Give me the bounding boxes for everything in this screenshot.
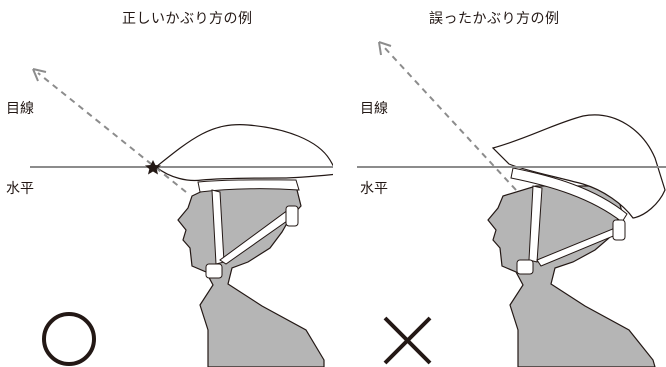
sight-arrow-head bbox=[32, 68, 47, 82]
correct-circle-icon bbox=[42, 312, 96, 366]
sight-line-label: 目線 bbox=[6, 101, 34, 117]
strap-buckle bbox=[516, 259, 534, 275]
person-silhouette bbox=[487, 185, 656, 367]
sight-line-arrow bbox=[37, 72, 187, 193]
star-icon bbox=[145, 160, 161, 175]
horizontal-label: 水平 bbox=[6, 181, 34, 197]
helmet-shell bbox=[155, 124, 333, 182]
sight-line-arrow bbox=[382, 45, 517, 191]
helmet-band bbox=[197, 179, 300, 193]
horizontal-label: 水平 bbox=[360, 181, 388, 197]
correct-helmet-illustration bbox=[30, 68, 333, 367]
person-silhouette bbox=[177, 185, 325, 367]
rear-buckle bbox=[612, 219, 626, 241]
incorrect-example-title: 誤ったかぶり方の例 bbox=[429, 11, 560, 27]
sight-arrow-head bbox=[378, 41, 392, 56]
chin-strap bbox=[528, 185, 543, 263]
rear-buckle bbox=[285, 205, 299, 227]
strap-buckle bbox=[205, 263, 223, 279]
incorrect-example-panel: 誤ったかぶり方の例 目線 水平 bbox=[333, 0, 666, 367]
correct-example-panel: 正しいかぶり方の例 目線 水平 bbox=[6, 11, 333, 367]
sight-line-label: 目線 bbox=[360, 101, 388, 117]
incorrect-helmet-illustration bbox=[357, 41, 666, 367]
incorrect-cross-icon bbox=[383, 316, 432, 365]
correct-example-title: 正しいかぶり方の例 bbox=[122, 11, 253, 27]
